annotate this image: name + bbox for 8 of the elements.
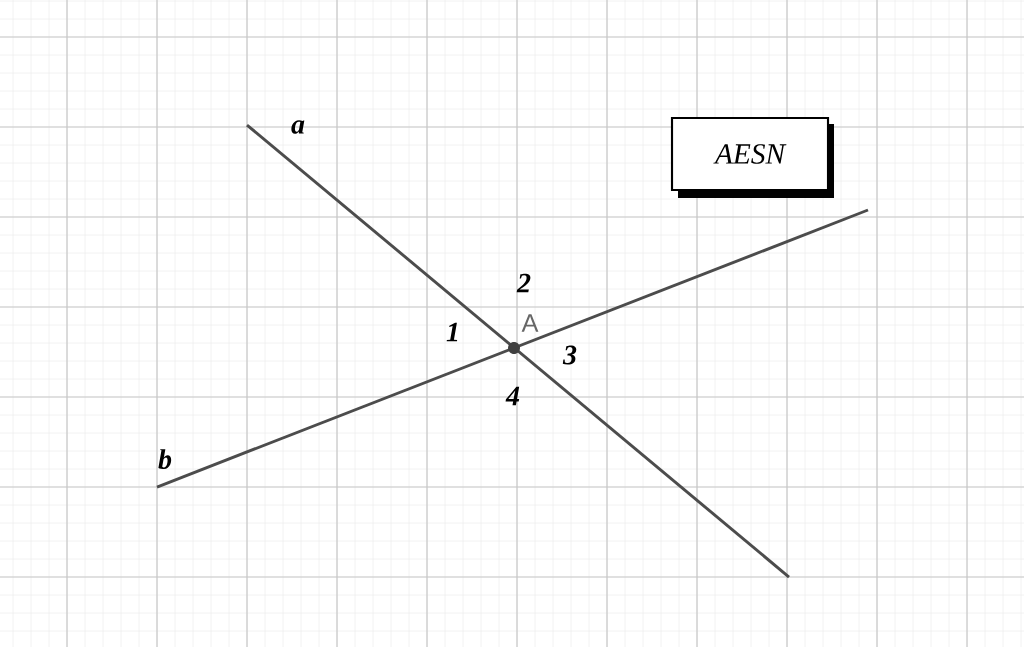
angle-label: 3 [562,345,577,365]
angle-label: 1 [446,322,458,342]
angle-label: 2 [516,273,531,293]
text-box: AESN [670,116,834,198]
line-label: b [158,449,172,469]
line-label: a [291,120,305,134]
point-label: A [521,314,539,332]
angle-label: 4 [505,386,520,406]
